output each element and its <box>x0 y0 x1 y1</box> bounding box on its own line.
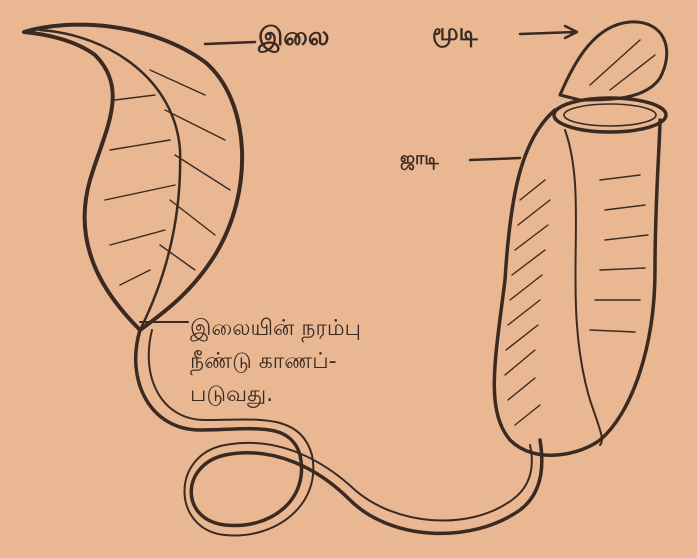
midrib-note-line-1: இலையின் நரம்பு <box>190 312 361 345</box>
lid-veins <box>590 40 655 90</box>
pitcher-rim-inner <box>564 104 656 126</box>
pitcher-crease <box>565 130 602 445</box>
leaf-veins <box>105 70 230 285</box>
label-pitcher: ஜாடி <box>400 148 439 171</box>
pointer-pitcher <box>470 158 520 160</box>
midrib-note-line-3: படுவது. <box>190 378 361 411</box>
label-midrib-note: இலையின் நரம்பு நீண்டு காணப்- படுவது. <box>190 312 361 411</box>
midrib-note-line-2: நீண்டு காணப்- <box>190 345 361 378</box>
label-leaf: இலை <box>258 22 329 55</box>
pitcher-body <box>494 110 660 455</box>
pointer-lid <box>520 26 577 38</box>
label-lid: மூடி <box>432 18 478 49</box>
pointer-leaf <box>205 42 255 44</box>
pitcher-rim <box>554 98 666 132</box>
